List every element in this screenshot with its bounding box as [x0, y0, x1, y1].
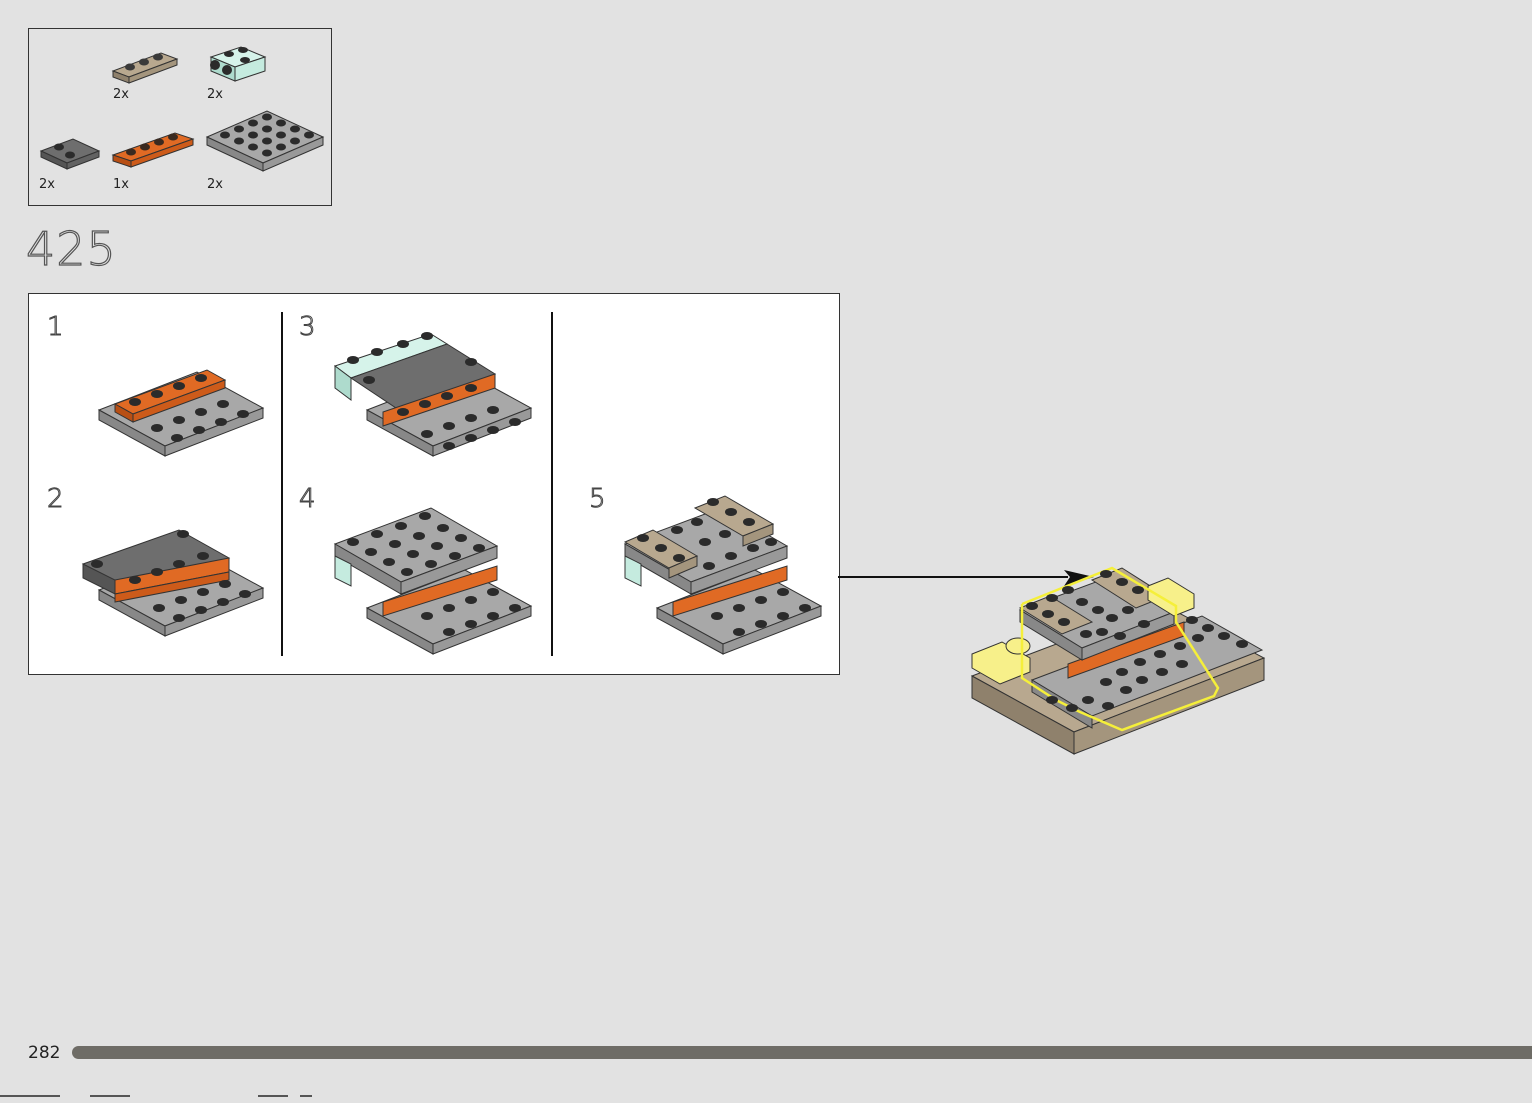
dark-gray-plate-qty: 2x	[39, 177, 55, 192]
orange-plate-qty: 1x	[113, 177, 129, 192]
substep-2-model	[79, 524, 269, 662]
dark-gray-plate-icon	[37, 125, 101, 179]
main-assembly-model	[962, 560, 1272, 764]
step-number: 425	[26, 222, 117, 276]
light-gray-plate-qty: 2x	[207, 177, 223, 192]
tan-plate-qty: 2x	[113, 87, 129, 102]
substep-3-label: 3	[299, 312, 316, 342]
substep-2-label: 2	[47, 484, 64, 514]
parts-list-box: 2x 2x 2x	[28, 28, 332, 206]
substep-1-label: 1	[47, 312, 64, 342]
substep-5-model	[621, 494, 831, 664]
footer-marks	[0, 1084, 340, 1090]
substep-divider	[281, 312, 283, 656]
light-aqua-brick-icon	[205, 39, 269, 89]
progress-bar	[72, 1046, 1532, 1059]
substep-divider	[551, 312, 553, 656]
light-gray-plate-icon	[205, 97, 327, 179]
substep-4-label: 4	[299, 484, 316, 514]
substep-1-model	[97, 368, 267, 482]
tan-plate-1x3-icon	[111, 45, 181, 87]
substeps-panel: 1 2 3 4 5	[28, 293, 840, 675]
substep-3-model	[331, 330, 537, 482]
orange-plate-icon	[111, 125, 195, 175]
substep-5-label: 5	[589, 484, 606, 514]
page-number: 282	[28, 1043, 60, 1063]
substep-4-model	[331, 504, 537, 664]
